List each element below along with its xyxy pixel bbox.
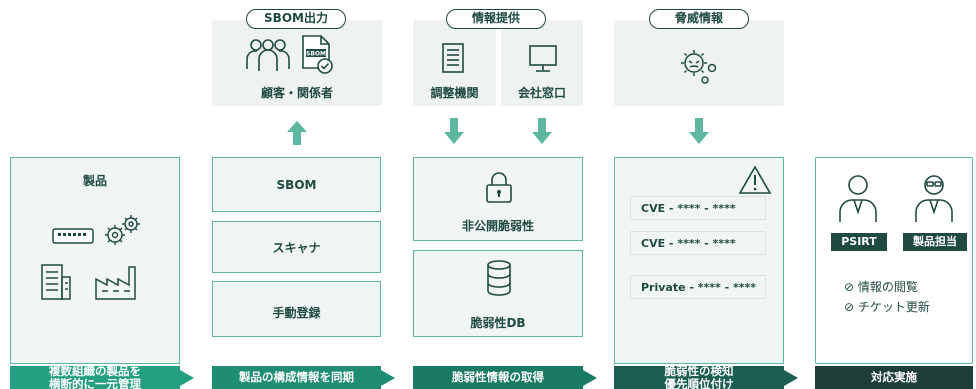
- sbom-badge-text: SBOM: [306, 51, 326, 58]
- check-update-ticket-label: チケット更新: [857, 300, 930, 314]
- step-1-line2: 横断的に一元管理: [49, 376, 141, 389]
- step-2: 製品の構成情報を同期: [212, 366, 381, 389]
- vuln-db-label: 脆弱性DB: [470, 316, 526, 330]
- detection-card: [614, 157, 784, 364]
- step-5: 対応実施: [815, 366, 973, 389]
- step-4-line2: 優先順位付け: [664, 376, 734, 389]
- sync-item-sbom: SBOM: [212, 157, 381, 212]
- product-card: [10, 157, 180, 364]
- private-vuln-card: 非公開脆弱性: [413, 157, 583, 241]
- step-4-line1: 脆弱性の検知: [664, 363, 734, 378]
- customer-stakeholder-label: 顧客・関係者: [260, 86, 333, 100]
- step-arrow-3: [583, 370, 597, 386]
- product-owner-badge: 製品担当: [903, 233, 967, 251]
- building-icon: [442, 43, 464, 73]
- step-3: 脆弱性情報の取得: [413, 366, 583, 389]
- sync-item-scanner-label: スキャナ: [272, 241, 321, 255]
- down-arrow-threat: [689, 118, 709, 144]
- psirt-person-icon: [839, 175, 877, 222]
- sync-item-scanner: スキャナ: [212, 221, 381, 273]
- cve-row-2: CVE - **** - ****: [630, 231, 766, 255]
- check-update-ticket: ⊘ チケット更新: [844, 298, 930, 315]
- vuln-db-card: 脆弱性DB: [413, 250, 583, 337]
- step-5-label: 対応実施: [871, 370, 917, 384]
- check-circle-icon: ⊘: [844, 280, 855, 294]
- product-title: 製品: [82, 174, 107, 188]
- private-vuln-label: 非公開脆弱性: [461, 219, 534, 233]
- psirt-badge: PSIRT: [831, 233, 887, 251]
- check-view-info: ⊘ 情報の閲覧: [844, 278, 918, 295]
- info-provision-panel-right: [501, 20, 583, 106]
- product-owner-person-icon: [915, 175, 953, 222]
- check-circle-icon: ⊘: [844, 300, 855, 314]
- sync-item-manual-label: 手動登録: [272, 306, 321, 320]
- database-icon: [487, 260, 511, 296]
- response-card: [815, 157, 973, 364]
- coordination-agency-label: 調整機関: [430, 86, 479, 100]
- factory-icon: [95, 266, 136, 300]
- monitor-icon: [529, 45, 557, 72]
- step-4: 脆弱性の検知 優先順位付け: [614, 363, 784, 389]
- info-provision-title: 情報提供: [446, 9, 546, 29]
- info-provision-panel-left: [413, 20, 496, 106]
- warning-icon: [738, 165, 772, 194]
- gears-icon: [105, 215, 140, 245]
- step-arrow-2: [381, 370, 395, 386]
- step-arrow-1: [180, 370, 194, 386]
- up-arrow-to-sbom-output: [287, 121, 307, 145]
- threat-info-title: 脅威情報: [649, 9, 749, 29]
- sbom-output-panel: [212, 20, 382, 106]
- network-switch-icon: [52, 228, 94, 244]
- lock-icon: [486, 172, 512, 203]
- company-contact-label: 会社窓口: [517, 86, 566, 100]
- people-group-icon: [246, 39, 290, 71]
- step-arrow-4: [784, 370, 798, 386]
- virus-icon: [681, 50, 717, 84]
- step-2-label: 製品の構成情報を同期: [239, 370, 354, 384]
- sync-item-sbom-label: SBOM: [276, 178, 317, 192]
- down-arrow-company: [532, 118, 552, 144]
- step-1-line1: 複数組織の製品を: [49, 363, 141, 378]
- threat-info-panel: [614, 20, 784, 106]
- cve-row-1: CVE - **** - ****: [630, 196, 766, 220]
- sbom-document-icon: SBOM: [302, 35, 333, 74]
- office-building-icon: [41, 264, 71, 300]
- cve-row-private: Private - **** - ****: [630, 275, 766, 299]
- sbom-output-title: SBOM出力: [246, 9, 346, 29]
- down-arrow-agency: [444, 118, 464, 144]
- step-1: 複数組織の製品を 横断的に一元管理: [10, 363, 180, 389]
- sync-item-manual: 手動登録: [212, 281, 381, 337]
- check-view-info-label: 情報の閲覧: [857, 280, 918, 294]
- step-3-label: 脆弱性情報の取得: [452, 370, 544, 384]
